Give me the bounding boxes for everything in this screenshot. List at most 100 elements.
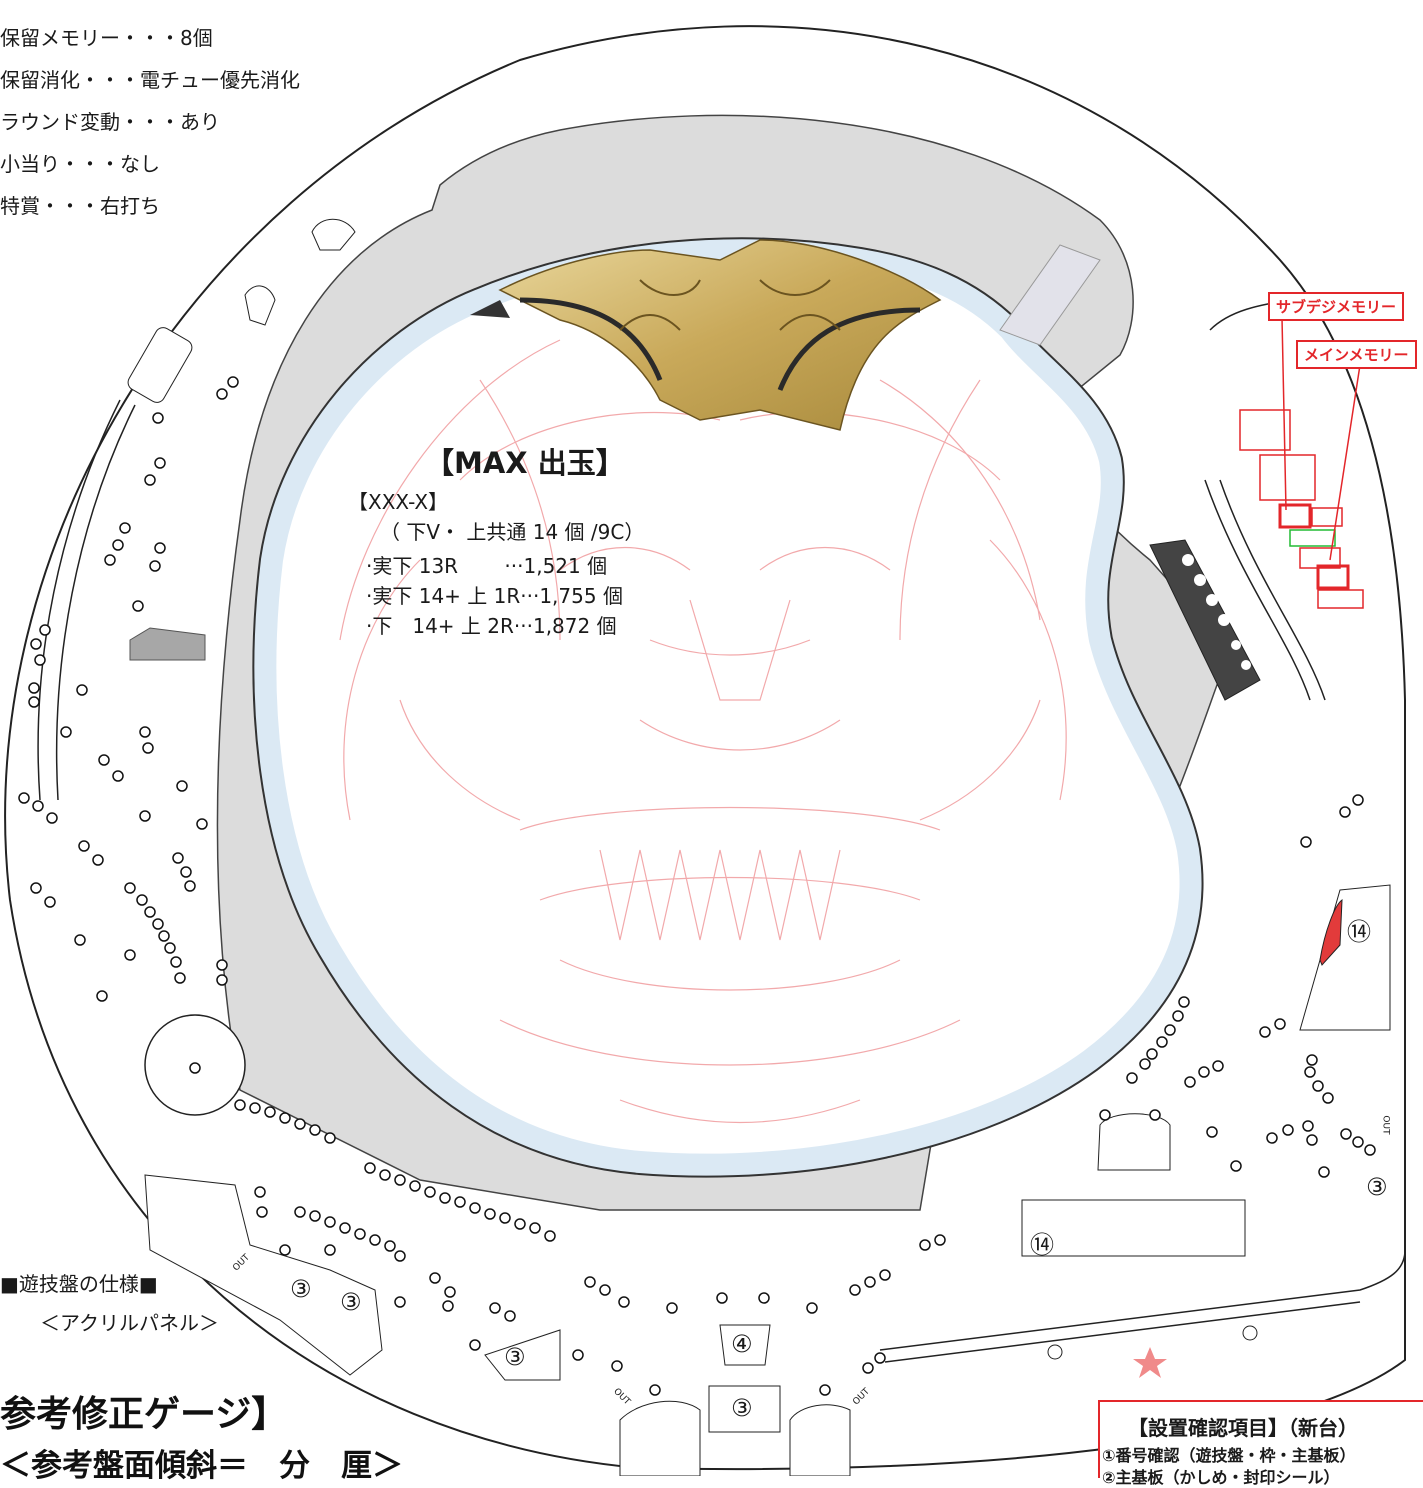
nail-pin bbox=[279, 1112, 291, 1124]
max-payout-title: 【MAX 出玉】 bbox=[425, 446, 625, 480]
nail-pin bbox=[1302, 1120, 1314, 1132]
gray-stopper bbox=[129, 627, 206, 661]
nail-pin bbox=[216, 959, 228, 971]
nail-pin bbox=[30, 638, 42, 650]
nail-pin bbox=[379, 1169, 391, 1181]
nail-pin bbox=[1099, 1109, 1111, 1121]
pocket-label: ③ bbox=[340, 1288, 362, 1316]
gold-ornament bbox=[470, 239, 942, 431]
nail-pin bbox=[442, 1300, 454, 1312]
nail-pin bbox=[158, 930, 170, 942]
nail-pin bbox=[28, 696, 40, 708]
nail-pin bbox=[136, 894, 148, 906]
nail-pin bbox=[124, 882, 136, 894]
nail-pin bbox=[256, 1206, 268, 1218]
max-payout-row: ·実下 13R ···1,521 個 bbox=[366, 554, 608, 578]
nail-pin bbox=[354, 1228, 366, 1240]
nail-pin bbox=[489, 1302, 501, 1314]
nail-pin bbox=[1178, 996, 1190, 1008]
nail-pin bbox=[529, 1222, 541, 1234]
nail-pin bbox=[364, 1162, 376, 1174]
nail-pin bbox=[309, 1210, 321, 1222]
nail-pin bbox=[1306, 1054, 1318, 1066]
pocket-label: ③ bbox=[1366, 1173, 1388, 1201]
nail-pin bbox=[504, 1310, 516, 1322]
nail-pin bbox=[174, 972, 186, 984]
center-art-face bbox=[339, 339, 1067, 1124]
nail-pin bbox=[919, 1239, 931, 1251]
nail-pin bbox=[170, 956, 182, 968]
nail-pin bbox=[46, 812, 58, 824]
nail-pin bbox=[1139, 1058, 1151, 1070]
nail-pin bbox=[572, 1349, 584, 1361]
nail-pin bbox=[139, 726, 151, 738]
nail-pin bbox=[1364, 1144, 1376, 1156]
nail-pin bbox=[649, 1384, 661, 1396]
nail-pin bbox=[172, 852, 184, 864]
nail-pin bbox=[444, 1286, 456, 1298]
nail-pin bbox=[216, 974, 228, 986]
nail-pin bbox=[44, 896, 56, 908]
nail-pin bbox=[60, 726, 72, 738]
nail-pin bbox=[142, 742, 154, 754]
nail-pin bbox=[1164, 1024, 1176, 1036]
nail-pin bbox=[454, 1196, 466, 1208]
board-spec-title: ■遊技盤の仕様■ bbox=[0, 1272, 158, 1296]
nail-pin bbox=[324, 1244, 336, 1256]
nail-pin bbox=[152, 412, 164, 424]
nail-pin bbox=[758, 1292, 770, 1304]
nail-pin bbox=[149, 560, 161, 572]
nail-pin bbox=[152, 918, 164, 930]
nail-pin bbox=[96, 990, 108, 1002]
nail-pin bbox=[34, 654, 46, 666]
nail-pin bbox=[599, 1284, 611, 1296]
nail-pin bbox=[78, 840, 90, 852]
nail-pin bbox=[666, 1302, 678, 1314]
nail-pin bbox=[424, 1186, 436, 1198]
nail-pin bbox=[469, 1202, 481, 1214]
max-payout-code: 【XXX-X】 bbox=[348, 490, 449, 514]
nail-pin bbox=[28, 682, 40, 694]
nail-pin bbox=[324, 1132, 336, 1144]
nail-pin bbox=[611, 1360, 623, 1372]
nail-pin bbox=[394, 1296, 406, 1308]
nail-pin bbox=[864, 1276, 876, 1288]
checklist-title: 【設置確認項目】（新台） bbox=[1128, 1416, 1358, 1440]
nail-pin bbox=[164, 942, 176, 954]
nail-pin bbox=[1318, 1166, 1330, 1178]
nail-pin bbox=[1300, 836, 1312, 848]
pocket-label: ③ bbox=[731, 1394, 753, 1422]
nail-pin bbox=[394, 1250, 406, 1262]
nail-pin bbox=[484, 1208, 496, 1220]
nail-pin bbox=[1146, 1048, 1158, 1060]
pocket-label: ④ bbox=[731, 1330, 753, 1358]
nail-pin bbox=[189, 1062, 201, 1074]
nail-pin bbox=[1339, 806, 1351, 818]
nail-pin bbox=[429, 1272, 441, 1284]
nail-pin bbox=[294, 1206, 306, 1218]
nail-pin bbox=[264, 1106, 276, 1118]
nail-pin bbox=[92, 854, 104, 866]
nail-pin bbox=[249, 1102, 261, 1114]
nail-pin bbox=[18, 792, 30, 804]
nail-pin bbox=[112, 539, 124, 551]
nail-pin bbox=[309, 1124, 321, 1136]
nail-pin bbox=[1149, 1109, 1161, 1121]
nail-pin bbox=[499, 1212, 511, 1224]
nail-pin bbox=[584, 1276, 596, 1288]
nail-pin bbox=[119, 522, 131, 534]
nail-pin bbox=[369, 1234, 381, 1246]
spec-line: 小当り・・・なし bbox=[0, 152, 160, 176]
nail-pin bbox=[254, 1186, 266, 1198]
nail-pin bbox=[1266, 1132, 1278, 1144]
nail-pin bbox=[1274, 1018, 1286, 1030]
nail-pin bbox=[74, 934, 86, 946]
nail-pin bbox=[934, 1234, 946, 1246]
nail-pin bbox=[514, 1218, 526, 1230]
pocket-label: ③ bbox=[504, 1343, 526, 1371]
nail-pin bbox=[1156, 1036, 1168, 1048]
nail-pin bbox=[30, 882, 42, 894]
sub-digit-memory-label: サブデジメモリー bbox=[1268, 292, 1405, 321]
nail-pin bbox=[144, 474, 156, 486]
